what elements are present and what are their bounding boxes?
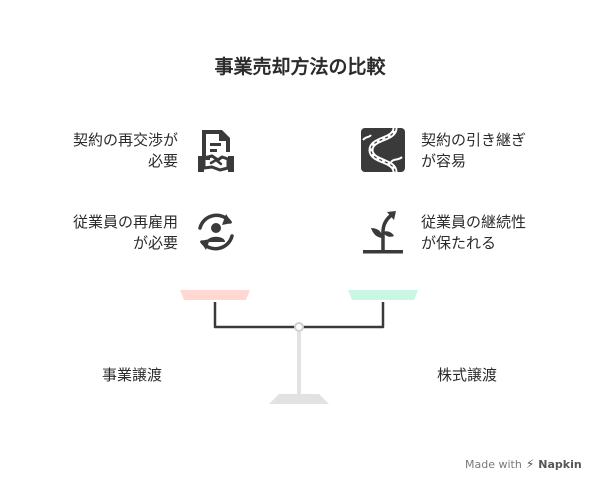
winding-road-icon [359, 126, 407, 174]
left-item-1-line2: 必要 [147, 152, 178, 170]
left-pan [180, 290, 250, 300]
balance-scale [180, 290, 418, 404]
left-item-renegotiation: 契約の再交渉が 必要 [0, 130, 178, 172]
napkin-logo-icon: ⚡ [525, 457, 535, 471]
right-item-2-line1: 従業員の継続性 [421, 213, 527, 231]
right-item-1-line1: 契約の引き継ぎ [421, 131, 527, 149]
left-item-reemployment: 従業員の再雇用 が必要 [0, 212, 178, 254]
contract-handshake-icon [192, 126, 240, 174]
growing-plant-icon [359, 208, 407, 256]
left-item-2-line1: 従業員の再雇用 [72, 213, 178, 231]
right-item-contract-transfer: 契約の引き継ぎ が容易 [421, 130, 591, 172]
diagram-title: 事業売却方法の比較 [214, 56, 386, 78]
right-scale-label: 株式譲渡 [436, 366, 497, 384]
left-item-1-line1: 契約の再交渉が [72, 131, 178, 149]
left-item-2-line2: が必要 [132, 234, 178, 252]
right-pan [348, 290, 418, 300]
footer-made-with: Made with [465, 457, 522, 471]
right-item-employee-continuity: 従業員の継続性 が保たれる [421, 212, 591, 254]
scale-pivot [294, 322, 304, 332]
left-scale-label: 事業譲渡 [101, 366, 162, 384]
scale-pole [297, 332, 301, 394]
right-item-2-line2: が保たれる [421, 234, 497, 252]
scale-base [269, 394, 329, 404]
footer-brand: Napkin [538, 457, 582, 471]
person-cycle-icon [192, 208, 240, 256]
footer: Made with ⚡ Napkin [465, 457, 582, 471]
right-item-1-line2: が容易 [421, 152, 467, 170]
